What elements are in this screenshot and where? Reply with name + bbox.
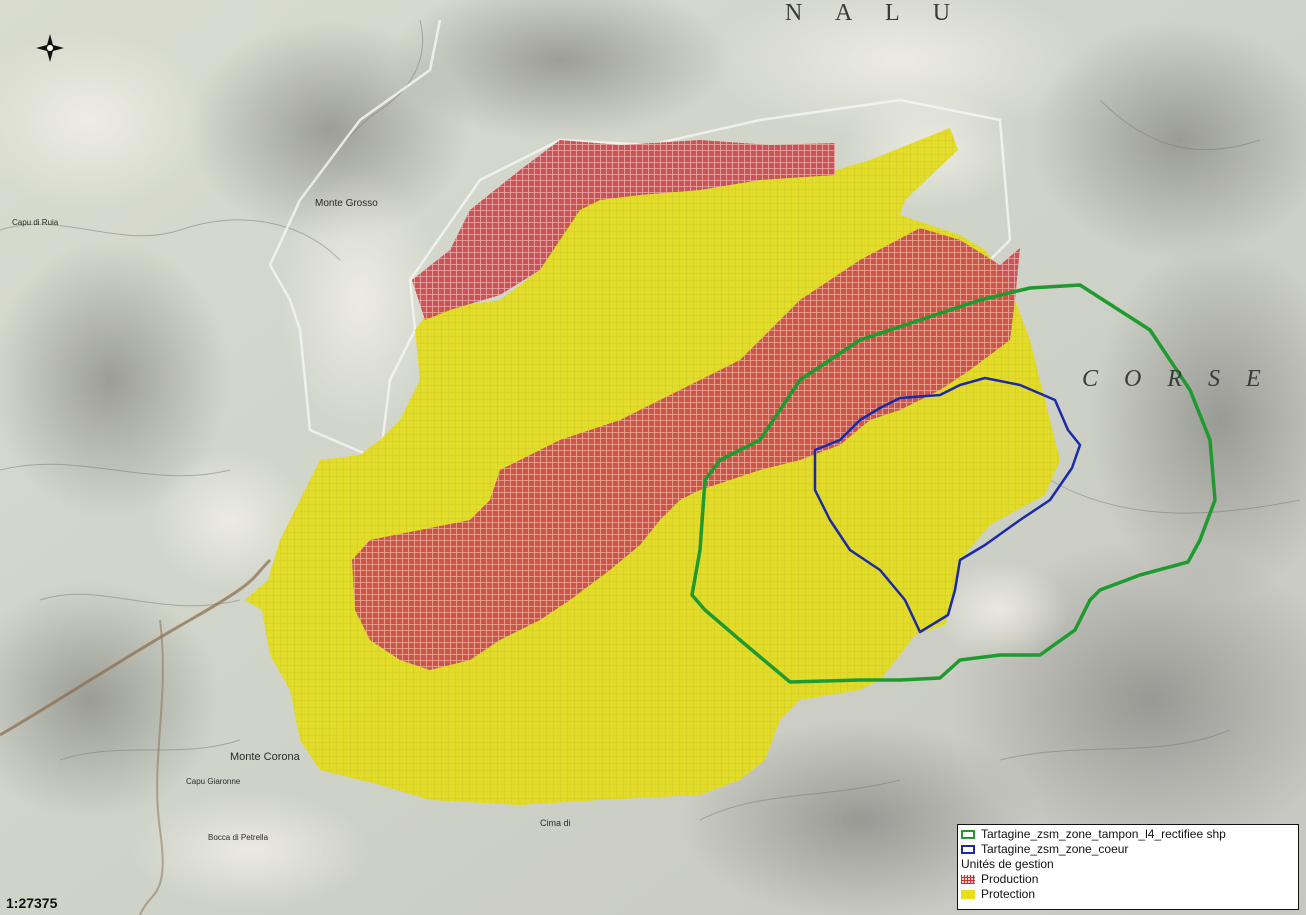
red-hatch-swatch-icon <box>961 875 975 884</box>
yellow-fill-swatch-icon <box>961 890 975 899</box>
label-corse: C O R S E <box>1082 366 1271 392</box>
production-zone-north[interactable] <box>412 140 835 320</box>
track-line <box>139 619 164 915</box>
label-capu-di-ruia: Capu di Ruia <box>12 218 59 227</box>
production-zone-central[interactable] <box>352 228 1020 670</box>
map-scale: 1:27375 <box>6 895 58 911</box>
road-line <box>0 558 272 737</box>
label-cima-di: Cima di <box>540 818 571 828</box>
legend-group-title-text: Unités de gestion <box>961 857 1054 871</box>
green-outline-swatch-icon <box>961 830 975 839</box>
legend-label: Tartagine_zsm_zone_tampon_l4_rectifiee s… <box>981 827 1226 841</box>
legend-label: Protection <box>981 887 1036 901</box>
north-arrow-icon <box>36 34 64 62</box>
label-nalu: N A L U <box>785 0 964 26</box>
legend-item-protection: Protection <box>961 887 1295 902</box>
legend-label: Tartagine_zsm_zone_coeur <box>981 842 1129 856</box>
legend-item-production: Production <box>961 872 1295 887</box>
label-bocca-di-petrella: Bocca di Petrella <box>208 833 269 842</box>
label-monte-corona: Monte Corona <box>230 751 301 763</box>
legend-label: Production <box>981 872 1039 886</box>
core-zone-outline[interactable] <box>813 376 1082 634</box>
blue-outline-swatch-icon <box>961 845 975 854</box>
buffer-zone-outline[interactable] <box>690 283 1217 684</box>
legend-item-core-zone: Tartagine_zsm_zone_coeur <box>961 842 1295 857</box>
legend-group-title: Unités de gestion <box>961 857 1295 872</box>
forest-boundary <box>268 19 1012 462</box>
map-legend: Tartagine_zsm_zone_tampon_l4_rectifiee s… <box>957 824 1299 910</box>
label-capu-giaronne: Capu Giaronne <box>186 777 241 786</box>
label-monte-grosso: Monte Grosso <box>315 198 378 209</box>
legend-item-buffer-zone: Tartagine_zsm_zone_tampon_l4_rectifiee s… <box>961 827 1295 842</box>
terrain-ridges <box>0 19 1301 821</box>
